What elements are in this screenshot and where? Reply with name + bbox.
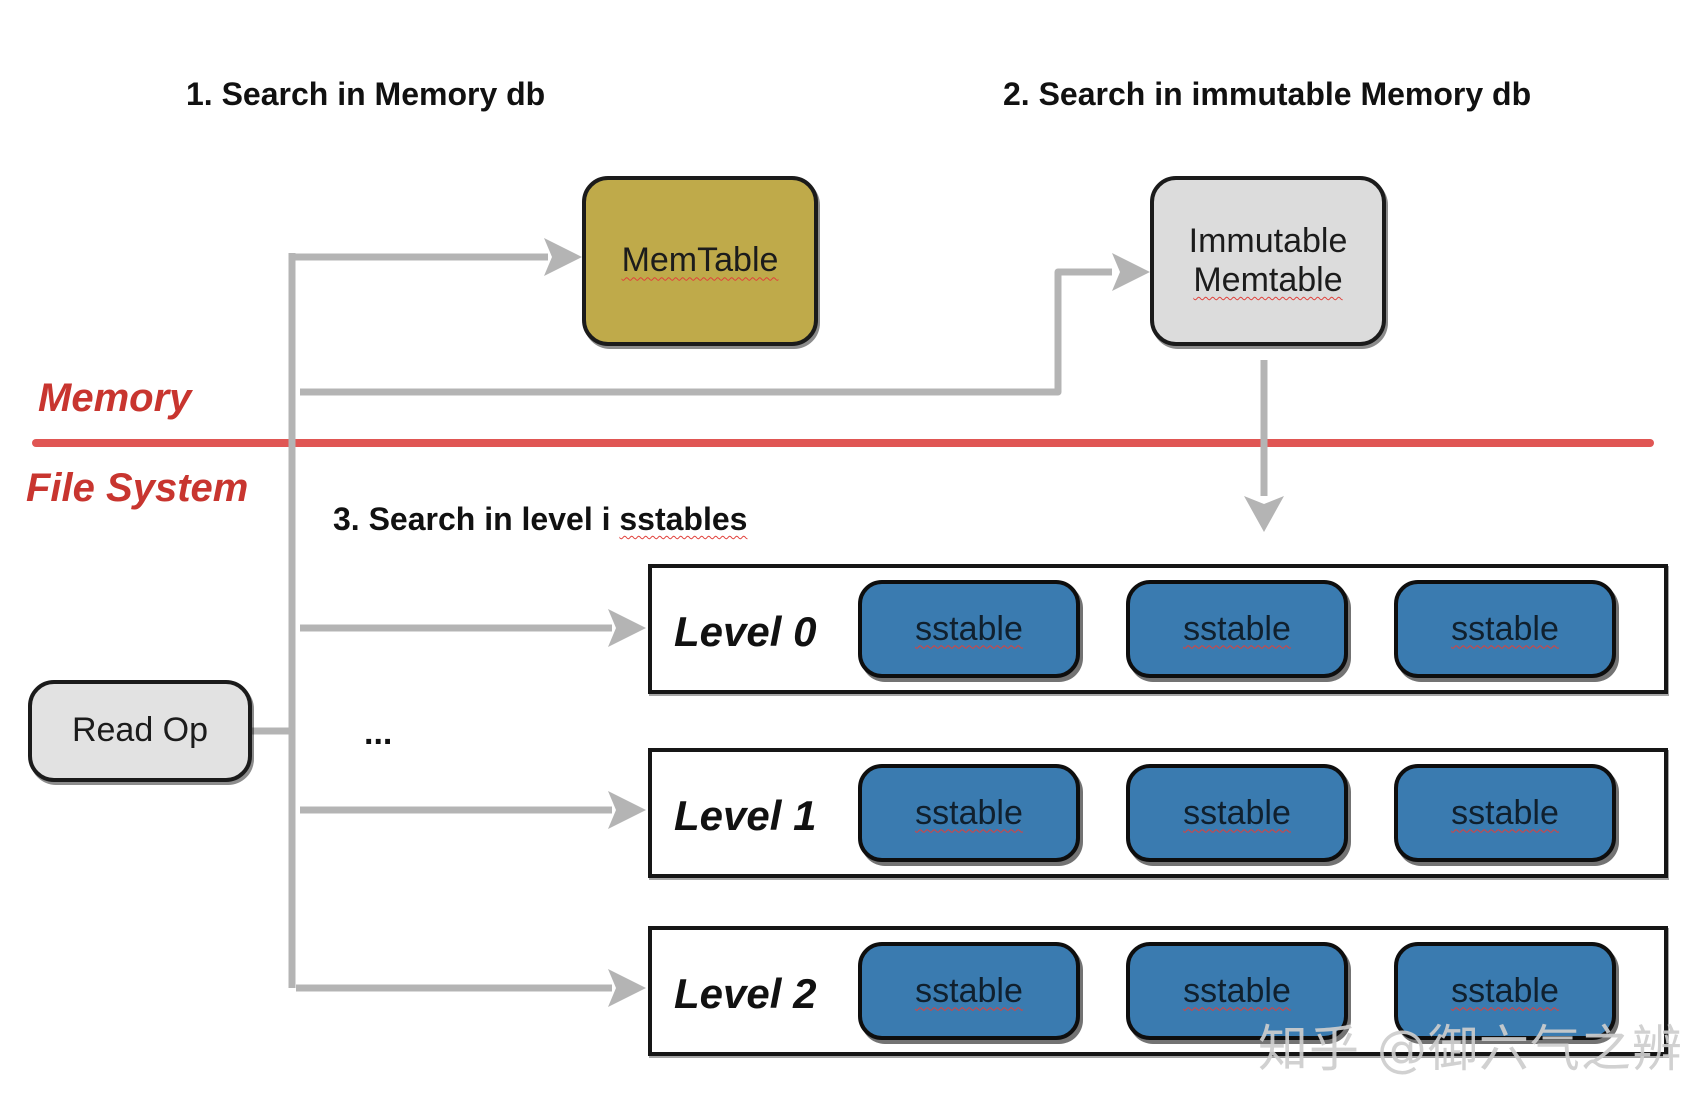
sstable-label: sstable: [1183, 609, 1291, 648]
read-op-label: Read Op: [71, 711, 209, 750]
region-label-memory: Memory: [38, 376, 192, 420]
arrow-to-immutable-memtable: [300, 268, 1112, 396]
heading-step-3-text: 3. Search in level i: [333, 501, 620, 537]
levels-ellipsis: ...: [364, 714, 393, 752]
level-1-label: Level 1: [674, 792, 817, 839]
sstable-label: sstable: [1451, 793, 1559, 832]
level-0-sstable-3: sstable: [1394, 580, 1616, 678]
heading-step-3-sstables: sstables: [619, 501, 748, 537]
level-0-label: Level 0: [674, 608, 817, 655]
memtable-label: MemTable: [621, 241, 779, 280]
immutable-memtable-label-line2: Memtable: [1193, 261, 1343, 299]
level-0-sstable-2: sstable: [1126, 580, 1348, 678]
heading-step-3: 3. Search in level i sstables: [333, 503, 747, 535]
level-1-sstable-2: sstable: [1126, 764, 1348, 862]
level-2-label: Level 2: [674, 970, 817, 1017]
level-1-sstable-3: sstable: [1394, 764, 1616, 862]
region-label-file-system: File System: [26, 466, 249, 510]
level-1-sstable-1: sstable: [858, 764, 1080, 862]
level-2-sstable-1: sstable: [858, 942, 1080, 1040]
heading-step-2: 2. Search in immutable Memory db: [1003, 76, 1532, 112]
arrowhead-memtable: [544, 238, 582, 276]
sstable-label: sstable: [1451, 971, 1559, 1010]
sstable-label: sstable: [915, 793, 1023, 832]
sstable-label: sstable: [915, 971, 1023, 1010]
zhihu-watermark: 知乎 @御六气之辨: [1258, 1020, 1683, 1078]
read-op-box: Read Op: [28, 680, 252, 782]
sstable-label: sstable: [1451, 609, 1559, 648]
level-2-sstable-2: sstable: [1126, 942, 1348, 1040]
sstable-label: sstable: [1183, 971, 1291, 1010]
immutable-memtable-box: Immutable Memtable: [1150, 176, 1386, 346]
sstable-label: sstable: [1183, 793, 1291, 832]
arrowhead-level-1: [608, 791, 646, 829]
immutable-memtable-label-line1: Immutable: [1188, 221, 1348, 260]
heading-step-1: 1. Search in Memory db: [186, 76, 546, 112]
sstable-label: sstable: [915, 609, 1023, 648]
arrowhead-level0-from-immutable: [1244, 496, 1284, 532]
level-0-sstable-1: sstable: [858, 580, 1080, 678]
memtable-box: MemTable: [582, 176, 818, 346]
arrowhead-level-0: [608, 609, 646, 647]
arrowhead-level-2: [608, 969, 646, 1007]
level-2-sstable-3: sstable: [1394, 942, 1616, 1040]
arrowhead-immutable-memtable: [1112, 253, 1150, 291]
